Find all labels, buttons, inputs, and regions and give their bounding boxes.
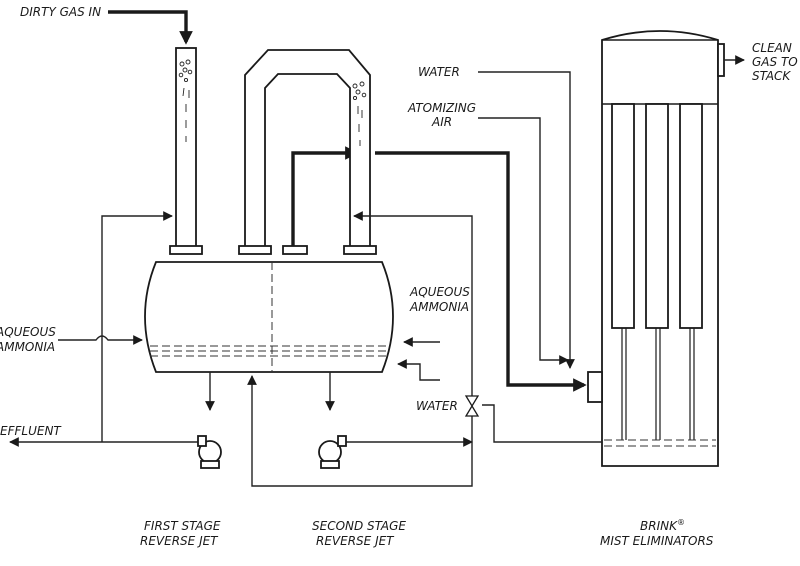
aqueous-ammonia-left-line [58, 335, 143, 345]
brink-label-2: MIST ELIMINATORS [600, 534, 714, 548]
water-mid-line [397, 359, 440, 381]
second-stage-riser-line [353, 211, 473, 396]
second-stage-label-1: SECOND STAGE [312, 519, 406, 533]
effluent-label: EFFLUENT [0, 424, 62, 438]
clean-gas-label-3: STACK [752, 69, 791, 83]
horizontal-vessel [144, 261, 394, 373]
clean-gas-label-2: GAS TO [752, 55, 798, 69]
first-stage-reverse-jet-tube [169, 47, 203, 255]
second-stage-reverse-jet-tube [238, 49, 377, 255]
brink-label-text: BRINK [640, 519, 678, 533]
first-stage-label-1: FIRST STAGE [144, 519, 221, 533]
aqueous-ammonia-right-label-1: AQUEOUS [409, 285, 470, 299]
dirty-gas-label: DIRTY GAS IN [20, 5, 101, 19]
clean-gas-label-1: CLEAN [752, 41, 792, 55]
atomizing-air-line [478, 117, 569, 365]
dirty-gas-inlet-line [108, 10, 193, 45]
water-top-label: WATER [418, 65, 460, 79]
brink-mist-eliminator-vessel [587, 30, 725, 467]
second-stage-label-2: REVERSE JET [316, 534, 395, 548]
gas-to-mist-eliminator-line [375, 151, 587, 392]
second-stage-pump [318, 435, 347, 469]
water-mid-label: WATER [416, 399, 458, 413]
aqueous-ammonia-left-label-1: AQUEOUS [0, 325, 56, 339]
spray-pattern-second [352, 81, 367, 146]
aqueous-ammonia-left-label-2: AMMONIA [0, 340, 55, 354]
tower-drain-line [482, 404, 602, 443]
first-stage-recirc-line [101, 211, 173, 442]
water-line-tower [478, 71, 575, 369]
brink-registered-mark: ® [677, 518, 685, 527]
brink-label-1: BRINK® [640, 518, 685, 533]
gas-transfer-line [291, 146, 359, 248]
first-stage-label-2: REVERSE JET [140, 534, 219, 548]
bottom-return-line [247, 375, 473, 487]
atomizing-air-label-2: AIR [431, 115, 452, 129]
aqueous-ammonia-right-label-2: AMMONIA [409, 300, 469, 314]
atomizing-air-label-1: ATOMIZING [407, 101, 476, 115]
spray-pattern-first [178, 59, 193, 142]
water-valve [464, 395, 480, 417]
first-stage-pump [197, 435, 222, 469]
